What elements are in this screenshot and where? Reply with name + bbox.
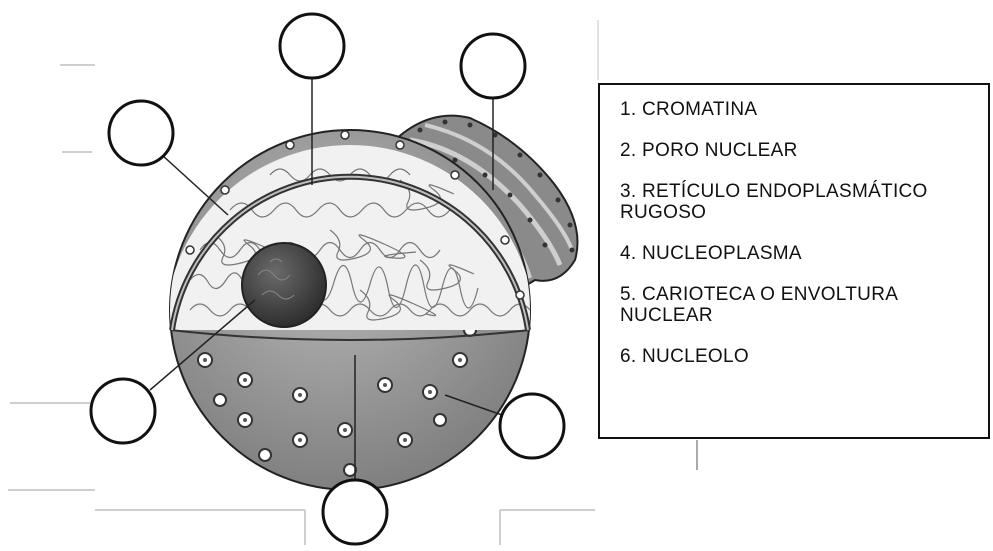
legend-item: 4. NUCLEOPLASMA — [620, 243, 988, 264]
legend-item: 3. RETÍCULO ENDOPLASMÁTICO RUGOSO — [620, 181, 988, 223]
answer-circle-top-right — [461, 34, 525, 98]
answer-circle-bottom-right — [500, 394, 564, 458]
legend-item: 5. CARIOTECA O ENVOLTURA NUCLEAR — [620, 284, 988, 326]
answer-circle-top — [280, 14, 344, 78]
legend-box: 1. CROMATINA 2. PORO NUCLEAR 3. RETÍCULO… — [598, 83, 990, 439]
answer-circle-top-left — [109, 101, 173, 165]
answer-circle-bottom-left — [91, 379, 155, 443]
nucleolus — [242, 243, 326, 327]
legend-item: 6. NUCLEOLO — [620, 346, 988, 367]
legend-item: 1. CROMATINA — [620, 99, 988, 120]
legend-list: 1. CROMATINA 2. PORO NUCLEAR 3. RETÍCULO… — [600, 85, 988, 367]
answer-circle-bottom — [323, 480, 387, 544]
legend-item: 2. PORO NUCLEAR — [620, 140, 988, 161]
